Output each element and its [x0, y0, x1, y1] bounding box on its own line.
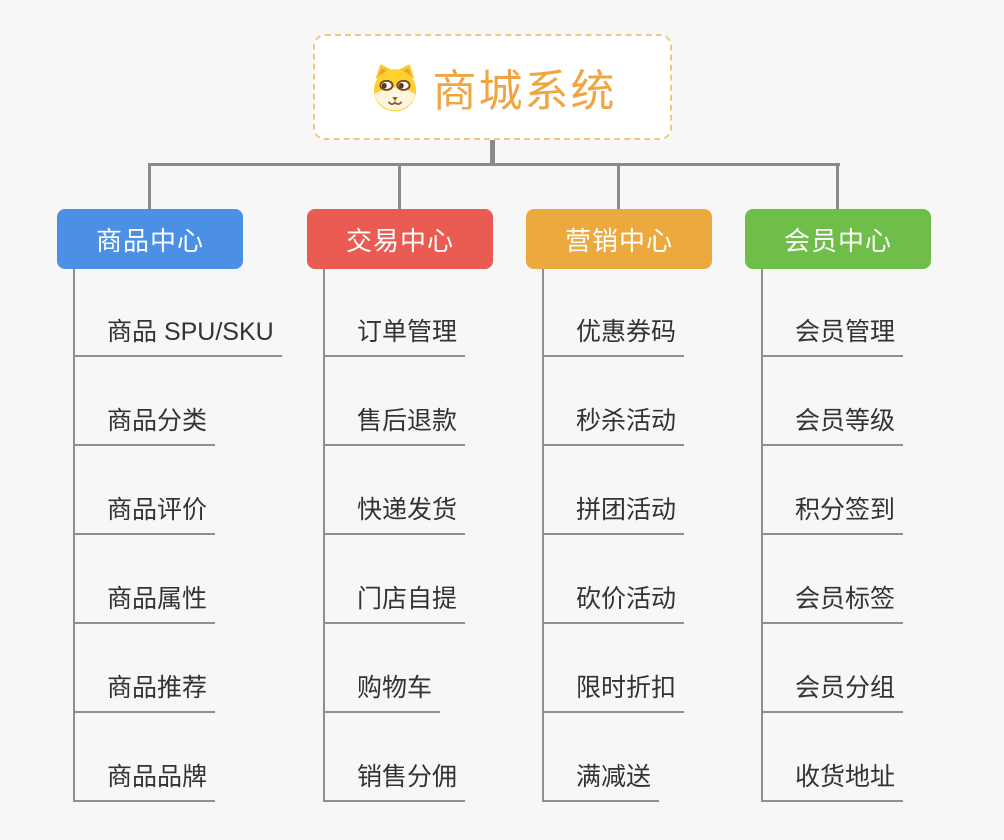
branch-trade-center: 交易中心 订单管理 售后退款 快递发货 门店自提 购物车 销售分佣: [307, 209, 557, 802]
mindmap-leaf[interactable]: 商品属性: [73, 576, 216, 624]
branch-member-center: 会员中心 会员管理 会员等级 积分签到 会员标签 会员分组 收货地址: [745, 209, 995, 802]
mindmap-leaf[interactable]: 商品评价: [73, 487, 216, 535]
mindmap-leaf[interactable]: 商品 SPU/SKU: [73, 309, 282, 357]
branch-header-marketing-center[interactable]: 营销中心: [526, 209, 712, 269]
connector-bus: [148, 163, 840, 166]
branch-header-label: 会员中心: [783, 225, 892, 256]
mindmap-leaf[interactable]: 快递发货: [323, 487, 466, 535]
branch-marketing-center: 营销中心 优惠券码 秒杀活动 拼团活动 砍价活动 限时折扣 满减送: [526, 209, 776, 802]
connector-drop: [617, 163, 620, 209]
mindmap-leaf[interactable]: 购物车: [323, 665, 441, 713]
root-title: 商城系统: [432, 67, 617, 116]
branch-header-trade-center[interactable]: 交易中心: [307, 209, 493, 269]
mindmap-leaf[interactable]: 会员管理: [761, 309, 904, 357]
mindmap-leaf[interactable]: 商品品牌: [73, 754, 216, 802]
dog-face-icon: [369, 61, 421, 113]
mindmap-leaf[interactable]: 优惠券码: [542, 309, 685, 357]
branch-header-member-center[interactable]: 会员中心: [745, 209, 931, 269]
mindmap-leaf[interactable]: 积分签到: [761, 487, 904, 535]
mindmap-leaf[interactable]: 收货地址: [761, 754, 904, 802]
mindmap-leaf[interactable]: 门店自提: [323, 576, 466, 624]
mindmap-leaf[interactable]: 满减送: [542, 754, 660, 802]
branch-trunk-line: [73, 269, 75, 802]
connector-drop: [148, 163, 151, 209]
connector-root-stem: [490, 140, 495, 166]
root-node[interactable]: 商城系统: [313, 34, 672, 140]
branch-header-product-center[interactable]: 商品中心: [57, 209, 243, 269]
mindmap-leaf[interactable]: 商品分类: [73, 398, 216, 446]
branch-trunk-line: [542, 269, 544, 802]
mindmap-leaf[interactable]: 砍价活动: [542, 576, 685, 624]
mindmap-leaf[interactable]: 销售分佣: [323, 754, 466, 802]
mindmap-leaf[interactable]: 商品推荐: [73, 665, 216, 713]
branch-header-label: 交易中心: [345, 225, 454, 256]
mindmap-leaf[interactable]: 拼团活动: [542, 487, 685, 535]
mindmap-leaf[interactable]: 秒杀活动: [542, 398, 685, 446]
mindmap-leaf[interactable]: 限时折扣: [542, 665, 685, 713]
branch-header-label: 商品中心: [95, 225, 204, 256]
connector-drop: [836, 163, 839, 209]
branch-product-center: 商品中心 商品 SPU/SKU 商品分类 商品评价 商品属性 商品推荐 商品品牌: [57, 209, 307, 802]
mindmap-leaf[interactable]: 订单管理: [323, 309, 466, 357]
mindmap-leaf[interactable]: 会员标签: [761, 576, 904, 624]
connector-drop: [398, 163, 401, 209]
branch-trunk-line: [761, 269, 763, 802]
mindmap-leaf[interactable]: 会员等级: [761, 398, 904, 446]
mindmap-leaf[interactable]: 会员分组: [761, 665, 904, 713]
mindmap-leaf[interactable]: 售后退款: [323, 398, 466, 446]
branch-header-label: 营销中心: [564, 225, 673, 256]
branch-trunk-line: [323, 269, 325, 802]
